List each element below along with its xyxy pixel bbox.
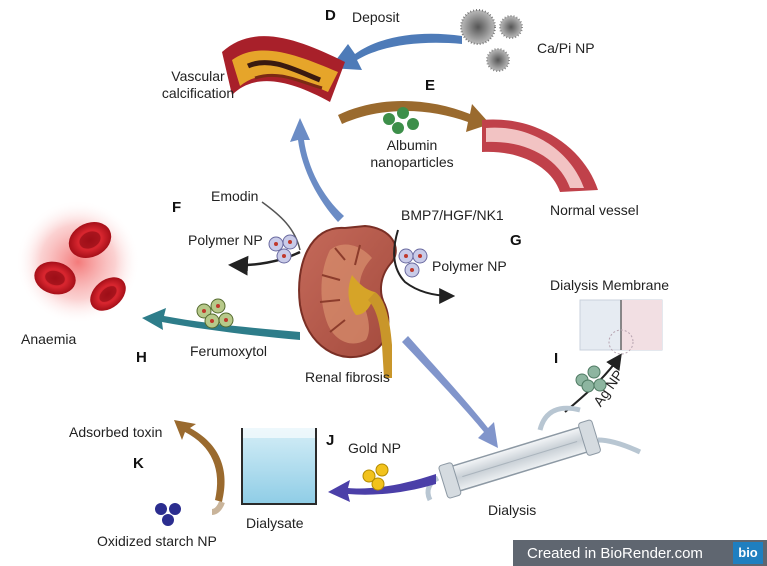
red-blood-cells [16,200,140,324]
albumin-arrow [338,100,490,132]
vascular-calcification-label: Vascular calcification [161,68,235,101]
biorender-banner: Created in BioRender.com bio [513,540,767,566]
bmp7-polymer-arrow [393,229,456,304]
dialysis-membrane [579,299,663,355]
albumin-nanoparticles-label: Albumin nanoparticles [370,137,454,170]
polymer-np-g-particles [398,248,428,278]
polymer-np-g-label: Polymer NP [432,258,507,274]
ferumoxytol-particles [196,298,234,329]
adsorbed-toxin-label: Adsorbed toxin [69,424,163,440]
renal-fibrosis-label: Renal fibrosis [305,369,390,385]
label-letter-j: J [326,432,335,449]
anaemia-label: Anaemia [21,331,77,347]
dialysis-membrane-label: Dialysis Membrane [550,277,670,293]
kidney-to-vessel-arrow [290,118,344,222]
ferumoxytol-label: Ferumoxytol [190,343,268,359]
label-letter-k: K [133,455,144,472]
normal-vessel-label: Normal vessel [550,202,639,218]
normal-vessel [482,119,598,192]
dialysis-label: Dialysis [488,502,537,518]
adsorbed-toxin-arrow [174,420,225,515]
emodin-label: Emodin [211,188,259,204]
calcified-vessel [222,36,345,102]
oxidized-starch-np-label: Oxidized starch NP [97,533,217,549]
capi-np-label: Ca/Pi NP [537,40,595,56]
ag-np-particles [575,365,607,393]
gold-np-particles [362,463,389,491]
oxidized-starch-particles [155,503,181,526]
bmp7-hgf-nk1-label: BMP7/HGF/NK1 [401,207,504,223]
biorender-logo-icon: bio [733,542,763,564]
label-letter-g: G [510,232,522,249]
biorender-credit-text: Created in BioRender.com [527,545,703,562]
capi-nanoparticles [460,9,523,72]
dialysate-beaker [241,428,317,505]
albumin-nanoparticles [383,107,419,134]
label-letter-d: D [325,7,336,24]
gold-np-label: Gold NP [348,440,401,456]
dialyzer [425,405,642,502]
dialysate-label: Dialysate [246,515,304,531]
emodin-polymer-arrow [228,201,301,276]
kidney [298,224,397,378]
kidney-to-dialysis-arrow [402,336,498,448]
label-letter-f: F [172,199,182,216]
ferumoxytol-arrow [142,308,300,340]
label-letter-h: H [136,349,147,366]
deposit-arrow [330,33,462,70]
polymer-np-f-particles [268,234,298,264]
deposit-label: Deposit [352,9,400,25]
label-letter-e: E [425,77,436,94]
polymer-np-f-label: Polymer NP [188,232,263,248]
label-letter-i: I [554,350,559,367]
